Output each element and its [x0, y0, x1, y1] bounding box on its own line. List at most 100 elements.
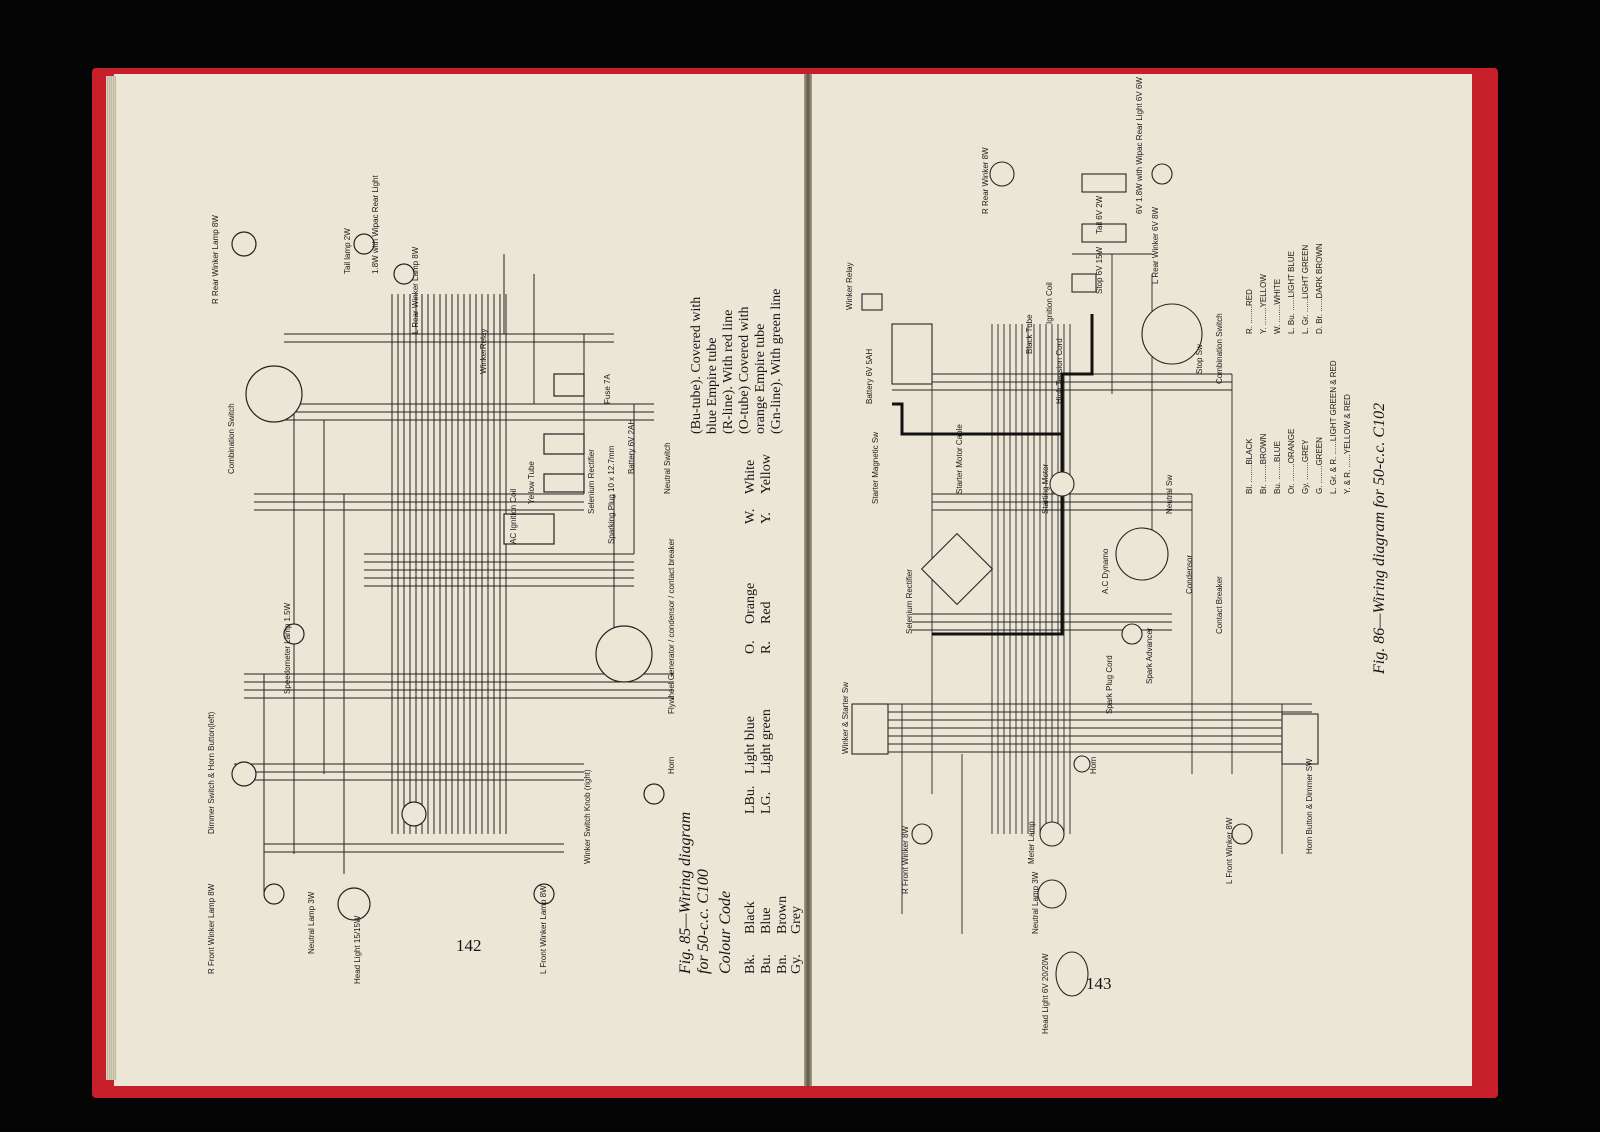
label-contact-breaker: Contact Breaker — [1215, 576, 1224, 634]
label-sparking-plug: Sparking Plug 10 x 12.7mm — [607, 445, 616, 544]
cc2-w: W. ........WHITE — [1273, 279, 1282, 334]
label-neutral-switch: Neutral Switch — [663, 442, 672, 494]
cc-bu-name: Blue — [759, 908, 774, 934]
label-wipac: 6V 1.8W with Wipac Rear Light 6V 6W — [1135, 77, 1144, 214]
label-ac-dynamo: A.C Dynamo — [1101, 548, 1110, 594]
l-front-winker-bulb — [1231, 823, 1253, 845]
r-rear-winker-bulb — [231, 231, 257, 257]
page-number-142: 142 — [456, 936, 482, 955]
label-neutral-lamp: Neutral Lamp 3W — [1031, 871, 1040, 934]
r-front-winker-bulb — [911, 823, 933, 845]
combination-switch-icon — [1141, 303, 1203, 365]
cc-o-name: Orange — [743, 583, 758, 624]
tube-note-6: (Gn-line). With green line — [769, 289, 784, 434]
label-wipac: 1.8W with Wipac Rear Light — [371, 175, 380, 274]
cc-r-name: Red — [759, 601, 774, 624]
label-dimmer: Dimmer Switch & Horn Button(left) — [207, 711, 216, 834]
colour-code-title: Colour Code — [717, 891, 734, 974]
label-neutral-sw: Neutral Sw — [1165, 475, 1174, 514]
cc2-lbu: L. Bu. ......LIGHT BLUE — [1287, 251, 1296, 334]
winker-relay-box — [553, 373, 585, 397]
label-stop: Stop 6V 15W — [1095, 246, 1104, 294]
horn-icon — [643, 783, 665, 805]
head-light-bulb — [1055, 951, 1089, 997]
tube-note-1: (Bu-tube). Covered with — [689, 297, 704, 434]
winker-switch-knob-icon — [401, 801, 427, 827]
label-ignition-coil: Ignition Coil — [1045, 282, 1054, 324]
label-winker-switch: Winker Switch Knob (right) — [583, 769, 592, 864]
cc-y-name: Yellow — [759, 453, 774, 494]
label-selenium: Selenium Rectifier — [587, 449, 596, 514]
label-head-light: Head Light 15/15W — [353, 915, 362, 984]
ignition-coil-box — [503, 513, 555, 545]
label-horn-dimmer: Horn Button & Dimmer SW — [1305, 758, 1314, 854]
label-spark-plug: Spark Plug Cord — [1105, 655, 1114, 714]
battery-box — [891, 323, 933, 385]
battery-symbol — [543, 433, 585, 455]
cc2-lgr-r: L. Gr. & R. ......LIGHT GREEN & RED — [1329, 360, 1338, 494]
speedometer-lamp-icon — [283, 623, 305, 645]
label-yellow-tube: Yellow Tube — [527, 461, 536, 504]
label-l-front-winker: L Front Winker Lamp 8W — [539, 885, 548, 974]
label-starter-magnetic: Starter Magnetic Sw — [871, 432, 880, 504]
cc2-y-r: Y. & R. ......YELLOW & RED — [1343, 394, 1352, 494]
spark-plug-icon — [1121, 623, 1143, 645]
cc2-or: Or. ........ORANGE — [1287, 429, 1296, 494]
label-meter-lamp: Meter Lamp — [1027, 821, 1036, 864]
selenium-rectifier-bridge — [920, 532, 994, 606]
cc-o-abbr: O. — [743, 640, 758, 654]
label-battery: Battery 6V 5AH — [865, 349, 874, 404]
cc2-dbr: D. Br. ......DARK BROWN — [1315, 243, 1324, 334]
label-starting-motor: Starting Motor — [1041, 463, 1050, 514]
cc-lg-name: Light green — [759, 709, 774, 774]
label-ignition-coil: AC Ignition Coil — [509, 489, 518, 544]
cc2-br: Br. ........BROWN — [1259, 433, 1268, 494]
label-horn: Horn — [1089, 757, 1098, 774]
tube-note-5: orange Empire tube — [753, 324, 768, 434]
label-combination-switch: Combination Switch — [227, 403, 236, 474]
components — [231, 231, 665, 921]
label-horn: Horn — [667, 757, 676, 774]
cc-bn-name: Brown — [775, 896, 790, 934]
horn-icon — [1073, 755, 1091, 773]
cc-bn-abbr: Bn. — [775, 954, 790, 974]
winker-starter-switch-box — [851, 703, 889, 755]
cc-y-abbr: Y. — [759, 512, 774, 524]
combination-switch-icon — [245, 365, 303, 423]
cc2-r: R. ........RED — [1245, 289, 1254, 334]
label-selenium: Selenium Rectifier — [905, 569, 914, 634]
cc-bu-abbr: Bu. — [759, 954, 774, 974]
label-r-rear-winker: R Rear Winker 8W — [981, 147, 990, 214]
cc-gy-abbr: Gy. — [789, 954, 804, 974]
r-rear-winker-bulb — [989, 161, 1015, 187]
label-condensor: Condensor — [1185, 555, 1194, 594]
label-tail-lamp: Tail lamp 2W — [343, 228, 352, 274]
horn-dimmer-switch-box — [1281, 713, 1319, 765]
cc2-g: G. ........GREEN — [1315, 437, 1324, 494]
ignition-coil-box — [1071, 273, 1097, 293]
cc-bk-abbr: Bk. — [743, 954, 758, 974]
label-r-front-winker: R Front Winker Lamp 8W — [207, 883, 216, 974]
page-number-143: 143 — [1086, 974, 1112, 993]
ac-dynamo-icon — [1115, 527, 1169, 581]
components — [851, 161, 1319, 997]
label-tail: Tail 6V 2W — [1095, 195, 1104, 234]
tube-note-3: (R-line). With red line — [721, 310, 736, 434]
r-front-winker-bulb — [263, 883, 285, 905]
cc-lbu-abbr: LBu. — [743, 786, 758, 814]
label-stop-sw: Stop Sw — [1195, 344, 1204, 374]
fig85-caption-line1: Fig. 85—Wiring diagram — [677, 812, 694, 975]
selenium-rectifier-box — [543, 473, 585, 493]
stop-lamp-box — [1081, 223, 1127, 243]
label-starter-motor-cable: Starter Motor Cable — [955, 424, 964, 494]
left-page: R Rear Winker Lamp 8W Tail lamp 2W 1.8W … — [114, 74, 805, 1086]
wiring-diagram-c102: R Rear Winker 8W 6V 1.8W with Wipac Rear… — [841, 77, 1388, 1034]
book-gutter — [804, 74, 812, 1086]
l-rear-winker-bulb — [393, 263, 415, 285]
label-l-front-winker: L Front Winker 8W — [1225, 817, 1234, 884]
tube-note-2: blue Empire tube — [705, 338, 720, 434]
label-r-front-winker: R Front Winker 8W — [901, 826, 910, 894]
tail-lamp-box — [1081, 173, 1127, 193]
tube-note-4: (O-tube) Covered with — [737, 306, 752, 434]
starting-motor-icon — [1049, 471, 1075, 497]
